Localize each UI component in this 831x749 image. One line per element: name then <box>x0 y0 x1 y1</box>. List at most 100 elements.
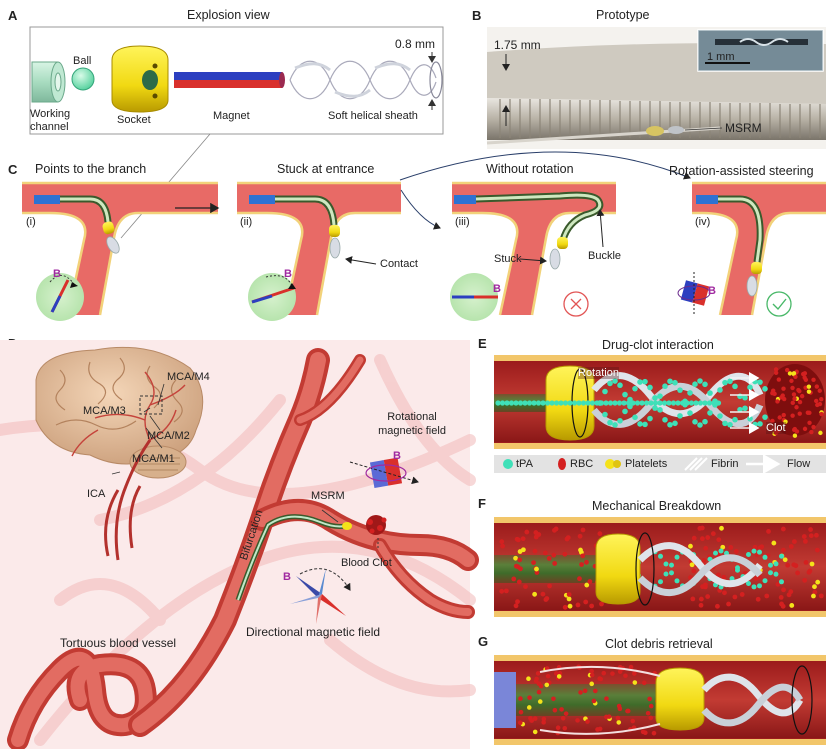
tpa-particle <box>504 400 510 406</box>
tpa-particle <box>540 400 546 406</box>
rbc-particle <box>544 596 550 601</box>
rbc-particle <box>691 535 697 541</box>
rbc-particle <box>551 696 556 702</box>
tpa-particle <box>576 400 582 406</box>
tpa-particle <box>712 398 718 404</box>
rbc-particle <box>789 378 794 384</box>
rbc-particle <box>517 720 523 726</box>
tpa-particle <box>657 400 663 406</box>
tpa-particle <box>669 562 674 568</box>
tpa-particle <box>779 579 784 585</box>
rbc-particle <box>733 549 739 554</box>
tpa-particle <box>773 561 779 567</box>
rbc-particle <box>585 719 590 724</box>
field-b-ii: B <box>284 268 292 280</box>
rbc-particle <box>817 388 822 393</box>
sheath-label: Soft helical sheath <box>328 110 418 122</box>
field-b-iv: B <box>708 285 716 297</box>
tpa-particle <box>513 400 519 406</box>
rbc-particle <box>791 392 797 397</box>
tpa-particle <box>580 400 587 406</box>
tpa-particle <box>735 567 740 573</box>
rbc-particle <box>818 430 823 436</box>
rbc-particle <box>632 671 637 676</box>
tpa-particle <box>713 550 718 556</box>
tpa-particle <box>663 571 669 577</box>
rbc-particle <box>732 594 738 600</box>
mca-m2-label: MCA/M2 <box>147 430 190 442</box>
rbc-particle <box>814 532 819 538</box>
rbc-particle <box>803 538 808 544</box>
rbc-particle <box>777 415 782 420</box>
tpa-particle <box>622 408 628 415</box>
rbc-particle <box>788 544 794 549</box>
tpa-particle <box>702 400 708 406</box>
tpa-particle <box>677 413 683 419</box>
tpa-particle <box>757 379 763 385</box>
rbc-particle <box>726 601 731 607</box>
tpa-particle <box>495 400 501 406</box>
tpa-particle <box>674 578 680 584</box>
rbc-particle <box>547 583 552 589</box>
tpa-particle <box>677 387 683 393</box>
panel-b-title: Prototype <box>596 8 650 22</box>
rbc-particle <box>532 591 538 597</box>
rbc-particle <box>818 593 824 599</box>
rbc-particle <box>562 604 568 610</box>
rbc-particle <box>623 673 628 679</box>
rbc-particle <box>690 596 696 602</box>
rbc-particle <box>814 384 820 389</box>
msrm-label-d: MSRM <box>311 490 345 502</box>
rbc-particle <box>807 420 812 425</box>
socket-part <box>111 45 169 113</box>
rbc-particle <box>785 562 791 568</box>
socket-label: Socket <box>117 114 151 126</box>
rbc-particle <box>562 551 568 557</box>
tpa-particle <box>722 420 728 427</box>
tpa-particle <box>727 421 733 428</box>
rbc-particle <box>720 544 726 550</box>
tpa-particle <box>674 554 680 560</box>
panel-e-title: Drug-clot interaction <box>602 338 714 352</box>
tpa-particle <box>737 406 743 413</box>
rbc-particle <box>499 588 505 594</box>
rbc-particle <box>797 411 802 416</box>
rbc-particle <box>701 557 707 563</box>
panel-a-title: Explosion view <box>187 8 270 22</box>
tpa-particle <box>672 420 678 427</box>
tpa-particle <box>732 416 738 423</box>
rbc-particle <box>555 725 561 731</box>
rbc-particle <box>808 533 814 539</box>
rbc-particle <box>753 576 759 582</box>
panel-e-letter: E <box>478 336 487 351</box>
prototype-inset-photo <box>697 29 824 72</box>
tpa-particle <box>639 400 645 406</box>
tpa-particle <box>757 583 762 589</box>
rbc-particle <box>781 587 786 593</box>
rbc-particle <box>589 681 595 687</box>
tpa-particle <box>627 403 633 410</box>
mca-m3-label: MCA/M3 <box>83 405 126 417</box>
rbc-particle <box>793 374 798 379</box>
tpa-particle <box>508 400 515 406</box>
panel-a-explosion-view <box>29 26 444 239</box>
rbc-particle <box>610 671 615 676</box>
rbc-particle <box>597 531 603 537</box>
tpa-particle <box>616 400 623 406</box>
rbc-particle <box>648 715 654 721</box>
tpa-particle <box>621 400 627 406</box>
rotational-field-label: Rotational magnetic field <box>378 411 446 437</box>
contact-label: Contact <box>380 258 418 270</box>
rbc-particle <box>728 545 734 550</box>
brain-illustration <box>35 346 204 561</box>
rbc-particle <box>526 676 531 681</box>
rbc-particle <box>719 525 724 531</box>
tpa-particle <box>687 410 693 416</box>
rbc-particle <box>781 386 786 391</box>
rbc-particle <box>562 725 568 731</box>
tpa-particle <box>652 400 659 406</box>
rotational-magnet-d <box>349 457 419 489</box>
rbc-particle <box>783 419 788 424</box>
tpa-particle <box>585 400 591 406</box>
rbc-particle <box>814 547 820 553</box>
